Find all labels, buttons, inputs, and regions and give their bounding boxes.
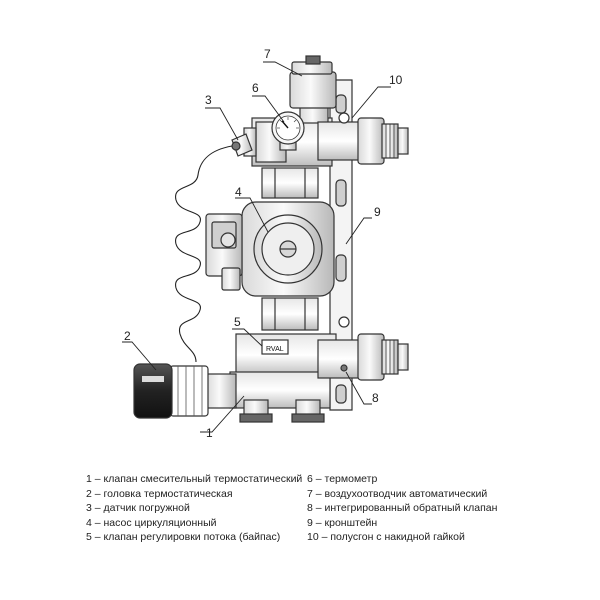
callout-9: 9 bbox=[374, 205, 381, 219]
legend-item-8: 8 – интегрированный обратный клапан bbox=[307, 502, 498, 515]
air-vent bbox=[289, 55, 337, 124]
legend-item-3: 3 – датчик погружной bbox=[86, 502, 190, 515]
legend-item-5: 5 – клапан регулировки потока (байпас) bbox=[86, 531, 281, 544]
legend-left: 1 – клапан смесительный термостатический… bbox=[86, 472, 302, 545]
thermometer bbox=[271, 111, 305, 151]
callout-10: 10 bbox=[389, 73, 403, 87]
callout-5: 5 bbox=[234, 315, 241, 329]
upper-union bbox=[317, 112, 409, 165]
legend-item-2: 2 – головка термостатическая bbox=[86, 487, 233, 500]
thermostatic-head bbox=[133, 363, 237, 419]
callout-6: 6 bbox=[252, 81, 259, 95]
mixing-valve bbox=[229, 371, 331, 423]
lower-nut bbox=[261, 297, 319, 331]
leader-lines bbox=[122, 61, 391, 433]
upper-nut bbox=[261, 167, 319, 199]
callout-8: 8 bbox=[372, 391, 379, 405]
legend-item-10: 10 – полусгон с накидной гайкой bbox=[307, 531, 465, 544]
legend-item-9: 9 – кронштейн bbox=[307, 516, 378, 529]
callout-4: 4 bbox=[235, 185, 242, 199]
legend-item-6: 6 – термометр bbox=[307, 473, 378, 485]
bracket bbox=[329, 79, 353, 411]
callout-1: 1 bbox=[206, 426, 213, 440]
sensor-capillary bbox=[175, 145, 233, 363]
callout-2: 2 bbox=[124, 329, 131, 343]
mixing-unit-diagram: RVAL bbox=[122, 47, 409, 440]
legend-item-7: 7 – воздухоотводчик автоматический bbox=[307, 487, 488, 500]
callout-3: 3 bbox=[205, 93, 212, 107]
legend-item-1: 1 – клапан смесительный термостатический bbox=[86, 473, 303, 485]
lower-union bbox=[317, 316, 409, 381]
circulation-pump bbox=[205, 201, 335, 297]
callout-7: 7 bbox=[264, 47, 271, 61]
legend-item-4: 4 – насос циркуляционный bbox=[86, 516, 217, 529]
pump-brand-label: RVAL bbox=[266, 346, 284, 353]
legend-right: 6 – термометр 7 – воздухоотводчик автома… bbox=[307, 472, 497, 545]
